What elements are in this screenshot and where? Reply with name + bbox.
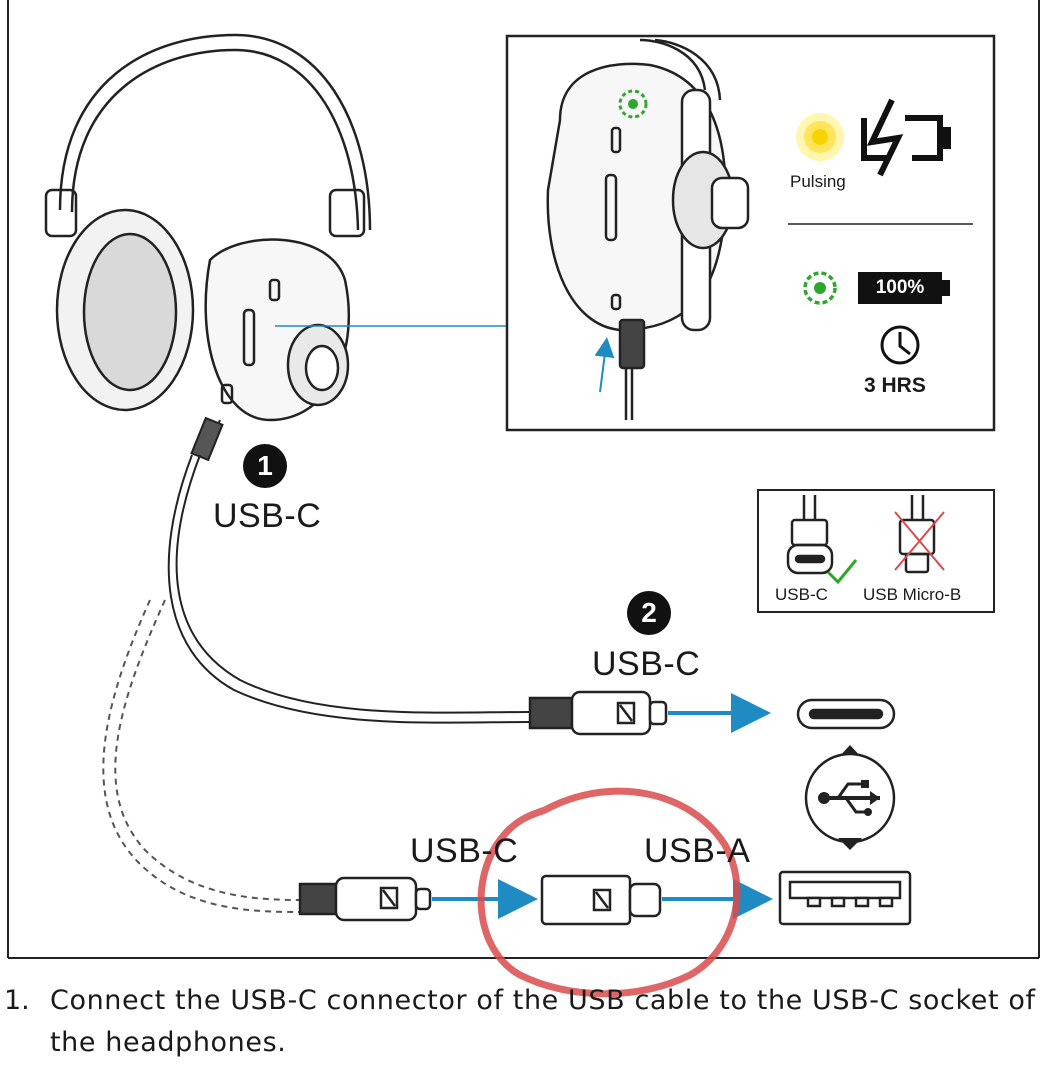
diagram-frame (7, 0, 1040, 959)
compatibility-box (757, 489, 995, 613)
battery-full-icon (942, 280, 950, 296)
usb-c-plug-adapter-path (298, 876, 432, 922)
step2-badge: 2 (627, 591, 671, 635)
usb-c-plug-step2 (528, 690, 668, 736)
usb-c-cable (167, 416, 531, 724)
cross-icon (894, 511, 945, 571)
inset-panel (505, 34, 996, 432)
battery-full-label: 100% (858, 272, 942, 304)
usb-a-port (778, 870, 912, 926)
step2-label: USB-C (592, 645, 701, 683)
compat-ok-label: USB-C (775, 585, 828, 604)
charge-time-text: 3 HRS (864, 374, 926, 397)
pulsing-led-icon (796, 113, 844, 161)
compat-bad-label: USB Micro-B (863, 585, 962, 604)
step-number: 1. (4, 985, 30, 1016)
check-icon (826, 559, 858, 585)
adapter-in-label: USB-C (410, 832, 519, 870)
step1-label: USB-C (213, 497, 322, 535)
adapter-out-label: USB-A (644, 832, 751, 870)
full-led-icon (803, 271, 837, 305)
annotation-circle (477, 787, 741, 998)
headphones-illustration (44, 33, 372, 422)
charging-battery-icon (861, 98, 951, 177)
step-text: Connect the USB-C connector of the USB c… (50, 985, 1036, 1058)
alternative-cable-dashed (102, 599, 301, 913)
clock-icon (880, 325, 920, 365)
usb-c-port (796, 698, 896, 730)
charging-status-text: Pulsing (790, 172, 846, 191)
usb-c-to-a-adapter (540, 874, 662, 926)
led-indicator-headphone (618, 89, 648, 119)
step1-badge: 1 (243, 444, 287, 488)
usb-symbol-icon (804, 745, 896, 850)
